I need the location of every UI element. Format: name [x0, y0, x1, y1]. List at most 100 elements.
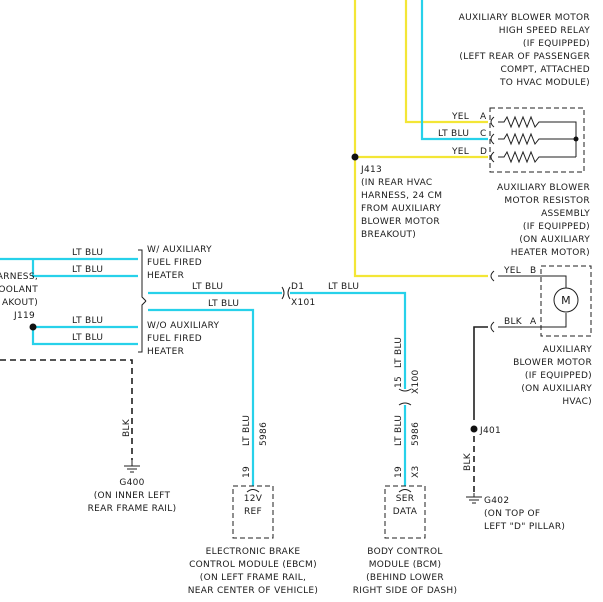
- bcm-pin-connector: [398, 489, 412, 493]
- connector-x101-name: X101: [291, 298, 316, 308]
- heater-bracket-with: [138, 249, 147, 302]
- x100-name: X100: [411, 369, 421, 394]
- svg-text:W/ AUXILIARY: W/ AUXILIARY: [147, 245, 212, 255]
- wire-a-color: YEL: [451, 112, 469, 122]
- svg-text:FROM AUXILIARY: FROM AUXILIARY: [361, 204, 441, 214]
- connector-x101-pin: D1: [291, 282, 304, 292]
- ebcm-wire-pin: 19: [242, 466, 252, 478]
- g400-wire-color: BLK: [122, 418, 132, 437]
- wire-c-color: LT BLU: [438, 129, 469, 139]
- harness-wire-top2-label: LT BLU: [72, 265, 103, 275]
- wire-yel-main-vertical: [353, 0, 488, 278]
- blower-motor: [490, 265, 592, 337]
- wire-blk-dashed-left: [0, 359, 133, 460]
- g402-wire-color: BLK: [463, 452, 473, 471]
- ground-g400-label: G400 (ON INNER LEFT REAR FRAME RAIL): [88, 478, 176, 514]
- x3-name: X3: [411, 466, 421, 479]
- wire-ltblu-right: [290, 291, 407, 389]
- svg-text:HVAC): HVAC): [562, 397, 592, 407]
- svg-text:HARNESS, 24 CM: HARNESS, 24 CM: [361, 191, 442, 201]
- ebcm-pin-connector: [246, 489, 260, 493]
- svg-text:FUEL FIRED: FUEL FIRED: [147, 334, 202, 344]
- svg-text:AKOUT): AKOUT): [2, 298, 38, 308]
- svg-text:RIGHT SIDE OF DASH): RIGHT SIDE OF DASH): [353, 586, 458, 596]
- bcm-module-box: [384, 485, 426, 539]
- svg-text:G402: G402: [484, 496, 509, 506]
- wire-ltblu-bot2: [31, 327, 138, 346]
- svg-text:(ON LEFT FRAME RAIL,: (ON LEFT FRAME RAIL,: [200, 573, 306, 583]
- bcm-wire-upper-color: LT BLU: [394, 337, 404, 368]
- harness-wire-bot1-label: LT BLU: [72, 316, 103, 326]
- svg-text:HEATER MOTOR): HEATER MOTOR): [511, 248, 590, 258]
- heater-bracket-without: [138, 300, 147, 353]
- svg-text:AUXILIARY BLOWER MOTOR: AUXILIARY BLOWER MOTOR: [459, 13, 590, 23]
- main-wire-lower-label: LT BLU: [208, 299, 239, 309]
- splice-j413-dot: [351, 153, 359, 161]
- svg-text:AUXILIARY BLOWER: AUXILIARY BLOWER: [497, 183, 590, 193]
- motor-wire-b-pin: B: [530, 266, 536, 276]
- ground-g402-symbol: [466, 493, 482, 504]
- svg-text:(IF EQUIPPED): (IF EQUIPPED): [523, 222, 590, 232]
- svg-text:(ON AUXILIARY: (ON AUXILIARY: [521, 384, 592, 394]
- svg-text:LEFT "D" PILLAR): LEFT "D" PILLAR): [484, 522, 565, 532]
- svg-text:MOTOR RESISTOR: MOTOR RESISTOR: [504, 196, 590, 206]
- splice-j119-label: J119: [13, 311, 35, 321]
- bcm-wire-lower-color: LT BLU: [394, 415, 404, 446]
- splice-j401-dot: [470, 425, 478, 433]
- svg-text:COMPT, ATTACHED: COMPT, ATTACHED: [500, 65, 590, 75]
- svg-text:(ON INNER LEFT: (ON INNER LEFT: [94, 491, 171, 501]
- connector-x101: [281, 286, 291, 300]
- svg-text:CONTROL MODULE (EBCM): CONTROL MODULE (EBCM): [189, 560, 317, 570]
- heater-with-label: W/ AUXILIARY FUEL FIRED HEATER: [147, 245, 212, 281]
- heater-without-label: W/O AUXILIARY FUEL FIRED HEATER: [147, 321, 220, 357]
- wire-ltblu-ebcm: [148, 308, 255, 486]
- svg-text:HEATER: HEATER: [147, 347, 184, 357]
- svg-text:ELECTRONIC BRAKE: ELECTRONIC BRAKE: [206, 547, 301, 557]
- splice-j119-dot: [29, 323, 37, 331]
- ebcm-terminal-line1: 12V: [244, 494, 263, 504]
- relay-label: AUXILIARY BLOWER MOTOR HIGH SPEED RELAY …: [459, 13, 590, 88]
- svg-text:G400: G400: [119, 478, 144, 488]
- ebcm-module-box: [232, 485, 274, 539]
- motor-symbol-circle: [553, 287, 579, 313]
- svg-text:FUEL FIRED: FUEL FIRED: [147, 258, 202, 268]
- bcm-wire-pin: 19: [394, 466, 404, 478]
- svg-text:HIGH SPEED RELAY: HIGH SPEED RELAY: [499, 26, 590, 36]
- resistor-label: AUXILIARY BLOWER MOTOR RESISTOR ASSEMBLY…: [497, 183, 590, 258]
- svg-text:NEAR CENTER OF VEHICLE): NEAR CENTER OF VEHICLE): [188, 586, 318, 596]
- splice-j401-label: J401: [479, 426, 501, 436]
- svg-text:MODULE (BCM): MODULE (BCM): [369, 560, 442, 570]
- ground-g400-symbol: [124, 460, 140, 473]
- svg-text:J413: J413: [360, 165, 382, 175]
- motor-wire-a-color: BLK: [504, 317, 523, 327]
- wire-ltblu-relay-c: [420, 0, 488, 141]
- svg-text:ASSEMBLY: ASSEMBLY: [541, 209, 590, 219]
- svg-text:BLOWER MOTOR: BLOWER MOTOR: [513, 358, 592, 368]
- resistor-connector: [490, 116, 495, 163]
- svg-text:BREAKOUT): BREAKOUT): [361, 230, 416, 240]
- svg-text:W/O AUXILIARY: W/O AUXILIARY: [147, 321, 220, 331]
- main-wire-right-label: LT BLU: [328, 282, 359, 292]
- motor-wire-b-color: YEL: [503, 266, 521, 276]
- harness-wire-bot2-label: LT BLU: [72, 333, 103, 343]
- ebcm-terminal-line2: REF: [244, 507, 262, 517]
- wire-ltblu-top2: [31, 259, 138, 278]
- bcm-label: BODY CONTROL MODULE (BCM) (BEHIND LOWER …: [353, 547, 458, 596]
- motor-wire-a-pin: A: [530, 317, 537, 327]
- x100-pin: 15: [394, 376, 404, 388]
- svg-text:OOLANT: OOLANT: [0, 285, 38, 295]
- resistor-assembly: [489, 107, 585, 173]
- bcm-wire-circuit: 5986: [411, 422, 421, 446]
- svg-text:BLOWER MOTOR: BLOWER MOTOR: [361, 217, 440, 227]
- wire-blk-motor: [473, 326, 488, 420]
- svg-text:HEATER: HEATER: [147, 271, 184, 281]
- splice-j413-label: J413 (IN REAR HVAC HARNESS, 24 CM FROM A…: [360, 165, 442, 240]
- left-harness-label: ARNESS, OOLANT AKOUT): [0, 272, 38, 308]
- motor-label: AUXILIARY BLOWER MOTOR (IF EQUIPPED) (ON…: [513, 345, 592, 407]
- bcm-terminal-line2: DATA: [393, 507, 418, 517]
- bcm-terminal-line1: SER: [396, 494, 415, 504]
- ebcm-label: ELECTRONIC BRAKE CONTROL MODULE (EBCM) (…: [188, 547, 318, 596]
- connector-x100: [398, 388, 412, 406]
- svg-text:(ON AUXILIARY: (ON AUXILIARY: [519, 235, 590, 245]
